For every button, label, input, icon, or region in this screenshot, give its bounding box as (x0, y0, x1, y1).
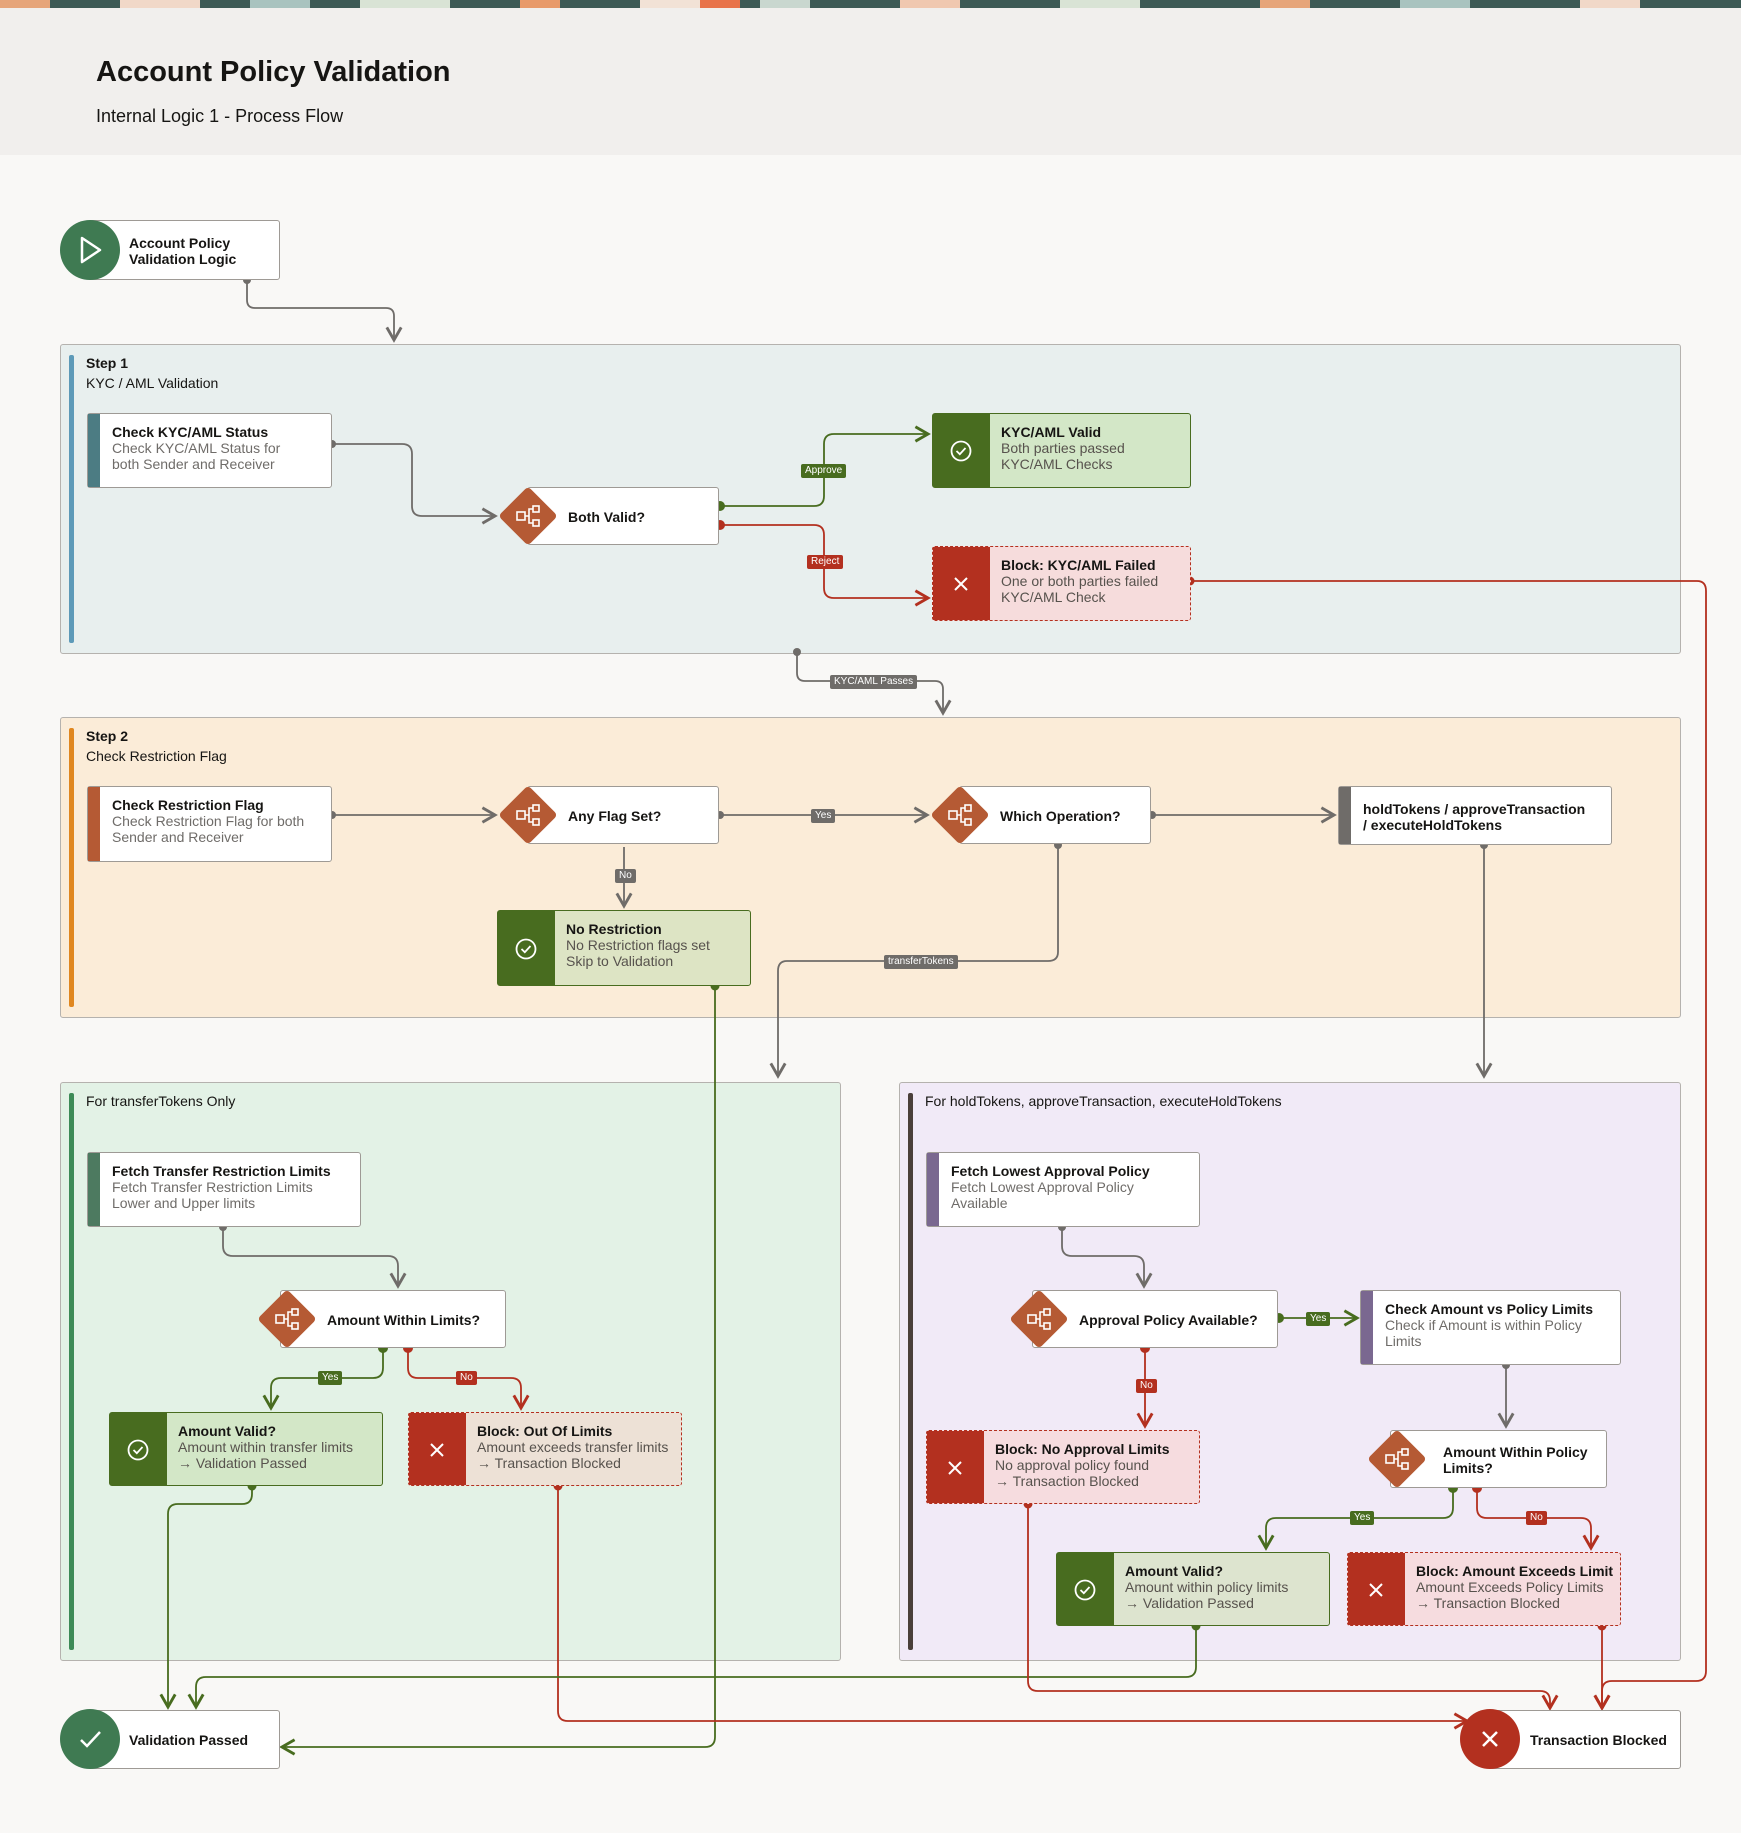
kyc-pass-tag: KYC/AML Passes (830, 675, 918, 689)
close-icon (948, 1461, 962, 1475)
flag-yes-tag: Yes (811, 809, 836, 823)
no-approval-desc: No approval policy found → Transaction B… (995, 1457, 1150, 1489)
kyc-failed-title: Block: KYC/AML Failed (1001, 557, 1156, 573)
kyc-failed-desc: One or both parties failed KYC/AML Check (1001, 573, 1159, 605)
amount-within-policy-label: Amount Within Policy Limits? (1443, 1444, 1588, 1476)
flag-no-tag: No (615, 869, 636, 883)
any-flag-decision[interactable]: Any Flag Set? (527, 786, 719, 844)
branch-icon (1385, 1448, 1409, 1470)
transfer-tokens-tag: transferTokens (884, 955, 958, 969)
transfer-no-tag: No (456, 1371, 477, 1385)
page-header: Account Policy Validation Internal Logic… (0, 8, 1741, 155)
fetch-approval-title: Fetch Lowest Approval Policy (951, 1163, 1150, 1179)
check-amount-title: Check Amount vs Policy Limits (1385, 1301, 1593, 1317)
play-icon (60, 220, 120, 280)
both-valid-decision[interactable]: Both Valid? (527, 487, 719, 545)
hold-panel-title: For holdTokens, approveTransaction, exec… (925, 1093, 1282, 1109)
approval-policy-decision[interactable]: Approval Policy Available? (1032, 1290, 1278, 1348)
out-of-limits-title: Block: Out Of Limits (477, 1423, 613, 1439)
fetch-transfer-desc: Fetch Transfer Restriction Limits Lower … (112, 1179, 313, 1211)
transfer-yes-tag: Yes (318, 1371, 343, 1385)
no-approval-title: Block: No Approval Limits (995, 1441, 1170, 1457)
amount-exceeds-title: Block: Amount Exceeds Limit (1416, 1563, 1614, 1579)
fetch-transfer-title: Fetch Transfer Restriction Limits (112, 1163, 331, 1179)
out-of-limits-desc: Amount exceeds transfer limits → Transac… (477, 1439, 669, 1471)
check-circle-icon (127, 1439, 149, 1461)
policy-no-tag: No (1526, 1511, 1547, 1525)
branch-icon (516, 505, 540, 527)
policy-valid-title: Amount Valid? (1125, 1563, 1223, 1579)
check-kyc-desc: Check KYC/AML Status for both Sender and… (112, 440, 281, 472)
approval-no-tag: No (1136, 1379, 1157, 1393)
reject-tag: Reject (807, 555, 844, 569)
branch-icon (1027, 1308, 1051, 1330)
which-operation-decision[interactable]: Which Operation? (959, 786, 1151, 844)
no-restriction-desc: No Restriction flags set Skip to Validat… (566, 937, 710, 969)
amount-exceeds-desc: Amount Exceeds Policy Limits → Transacti… (1416, 1579, 1604, 1611)
check-kyc-title: Check KYC/AML Status (112, 424, 269, 440)
hold-operations-node[interactable]: holdTokens / approveTransaction / execut… (1338, 786, 1612, 845)
any-flag-label: Any Flag Set? (568, 808, 662, 824)
step2-title: Step 2 (86, 728, 129, 744)
amount-within-limits-decision[interactable]: Amount Within Limits? (280, 1290, 506, 1348)
close-icon (1369, 1583, 1383, 1597)
both-valid-label: Both Valid? (568, 509, 645, 525)
step1-title: Step 1 (86, 355, 129, 371)
check-circle-icon (1074, 1579, 1096, 1601)
check-circle-icon (515, 938, 537, 960)
transfer-panel-title: For transferTokens Only (86, 1093, 236, 1109)
fetch-approval-desc: Fetch Lowest Approval Policy Available (951, 1179, 1134, 1211)
branch-icon (948, 804, 972, 826)
amount-within-limits-label: Amount Within Limits? (327, 1312, 481, 1328)
close-icon (954, 577, 968, 591)
check-circle-icon (950, 440, 972, 462)
kyc-valid-desc: Both parties passed KYC/AML Checks (1001, 440, 1125, 472)
check-restriction-title: Check Restriction Flag (112, 797, 264, 813)
check-restriction-desc: Check Restriction Flag for both Sender a… (112, 813, 305, 845)
approval-yes-tag: Yes (1306, 1312, 1331, 1326)
policy-yes-tag: Yes (1350, 1511, 1375, 1525)
no-restriction-title: No Restriction (566, 921, 662, 937)
policy-valid-desc: Amount within policy limits → Validation… (1125, 1579, 1289, 1611)
transfer-valid-title: Amount Valid? (178, 1423, 276, 1439)
header-pattern (0, 0, 1741, 8)
branch-icon (516, 804, 540, 826)
check-amount-desc: Check if Amount is within Policy Limits (1385, 1317, 1582, 1349)
close-icon (430, 1443, 444, 1457)
transfer-valid-desc: Amount within transfer limits → Validati… (178, 1439, 354, 1471)
start-label: Account Policy Validation Logic (129, 235, 237, 267)
amount-within-policy-decision[interactable]: Amount Within Policy Limits? (1390, 1430, 1607, 1488)
close-circle-icon (1460, 1709, 1520, 1769)
validation-passed-node[interactable]: Validation Passed (88, 1710, 280, 1769)
step2-subtitle: Check Restriction Flag (86, 748, 227, 764)
transaction-blocked-node[interactable]: Transaction Blocked (1489, 1710, 1681, 1769)
approve-tag: Approve (801, 464, 847, 478)
checkmark-icon (60, 1709, 120, 1769)
page-subtitle: Internal Logic 1 - Process Flow (96, 106, 344, 126)
transfer-valid-node[interactable]: Amount Valid?Amount within transfer limi… (109, 1412, 383, 1486)
policy-valid-node[interactable]: Amount Valid?Amount within policy limits… (1056, 1552, 1330, 1626)
step2-panel: Step 2 Check Restriction Flag (60, 717, 1681, 1018)
step1-subtitle: KYC / AML Validation (86, 375, 219, 391)
transaction-blocked-label: Transaction Blocked (1530, 1732, 1667, 1748)
branch-icon (275, 1308, 299, 1330)
hold-operations-title: holdTokens / approveTransaction / execut… (1363, 801, 1586, 833)
validation-passed-label: Validation Passed (129, 1732, 249, 1748)
which-operation-label: Which Operation? (1000, 808, 1121, 824)
approval-policy-label: Approval Policy Available? (1079, 1312, 1258, 1328)
kyc-valid-title: KYC/AML Valid (1001, 424, 1102, 440)
page-title: Account Policy Validation (96, 56, 451, 88)
step1-panel: Step 1 KYC / AML Validation (60, 344, 1681, 654)
